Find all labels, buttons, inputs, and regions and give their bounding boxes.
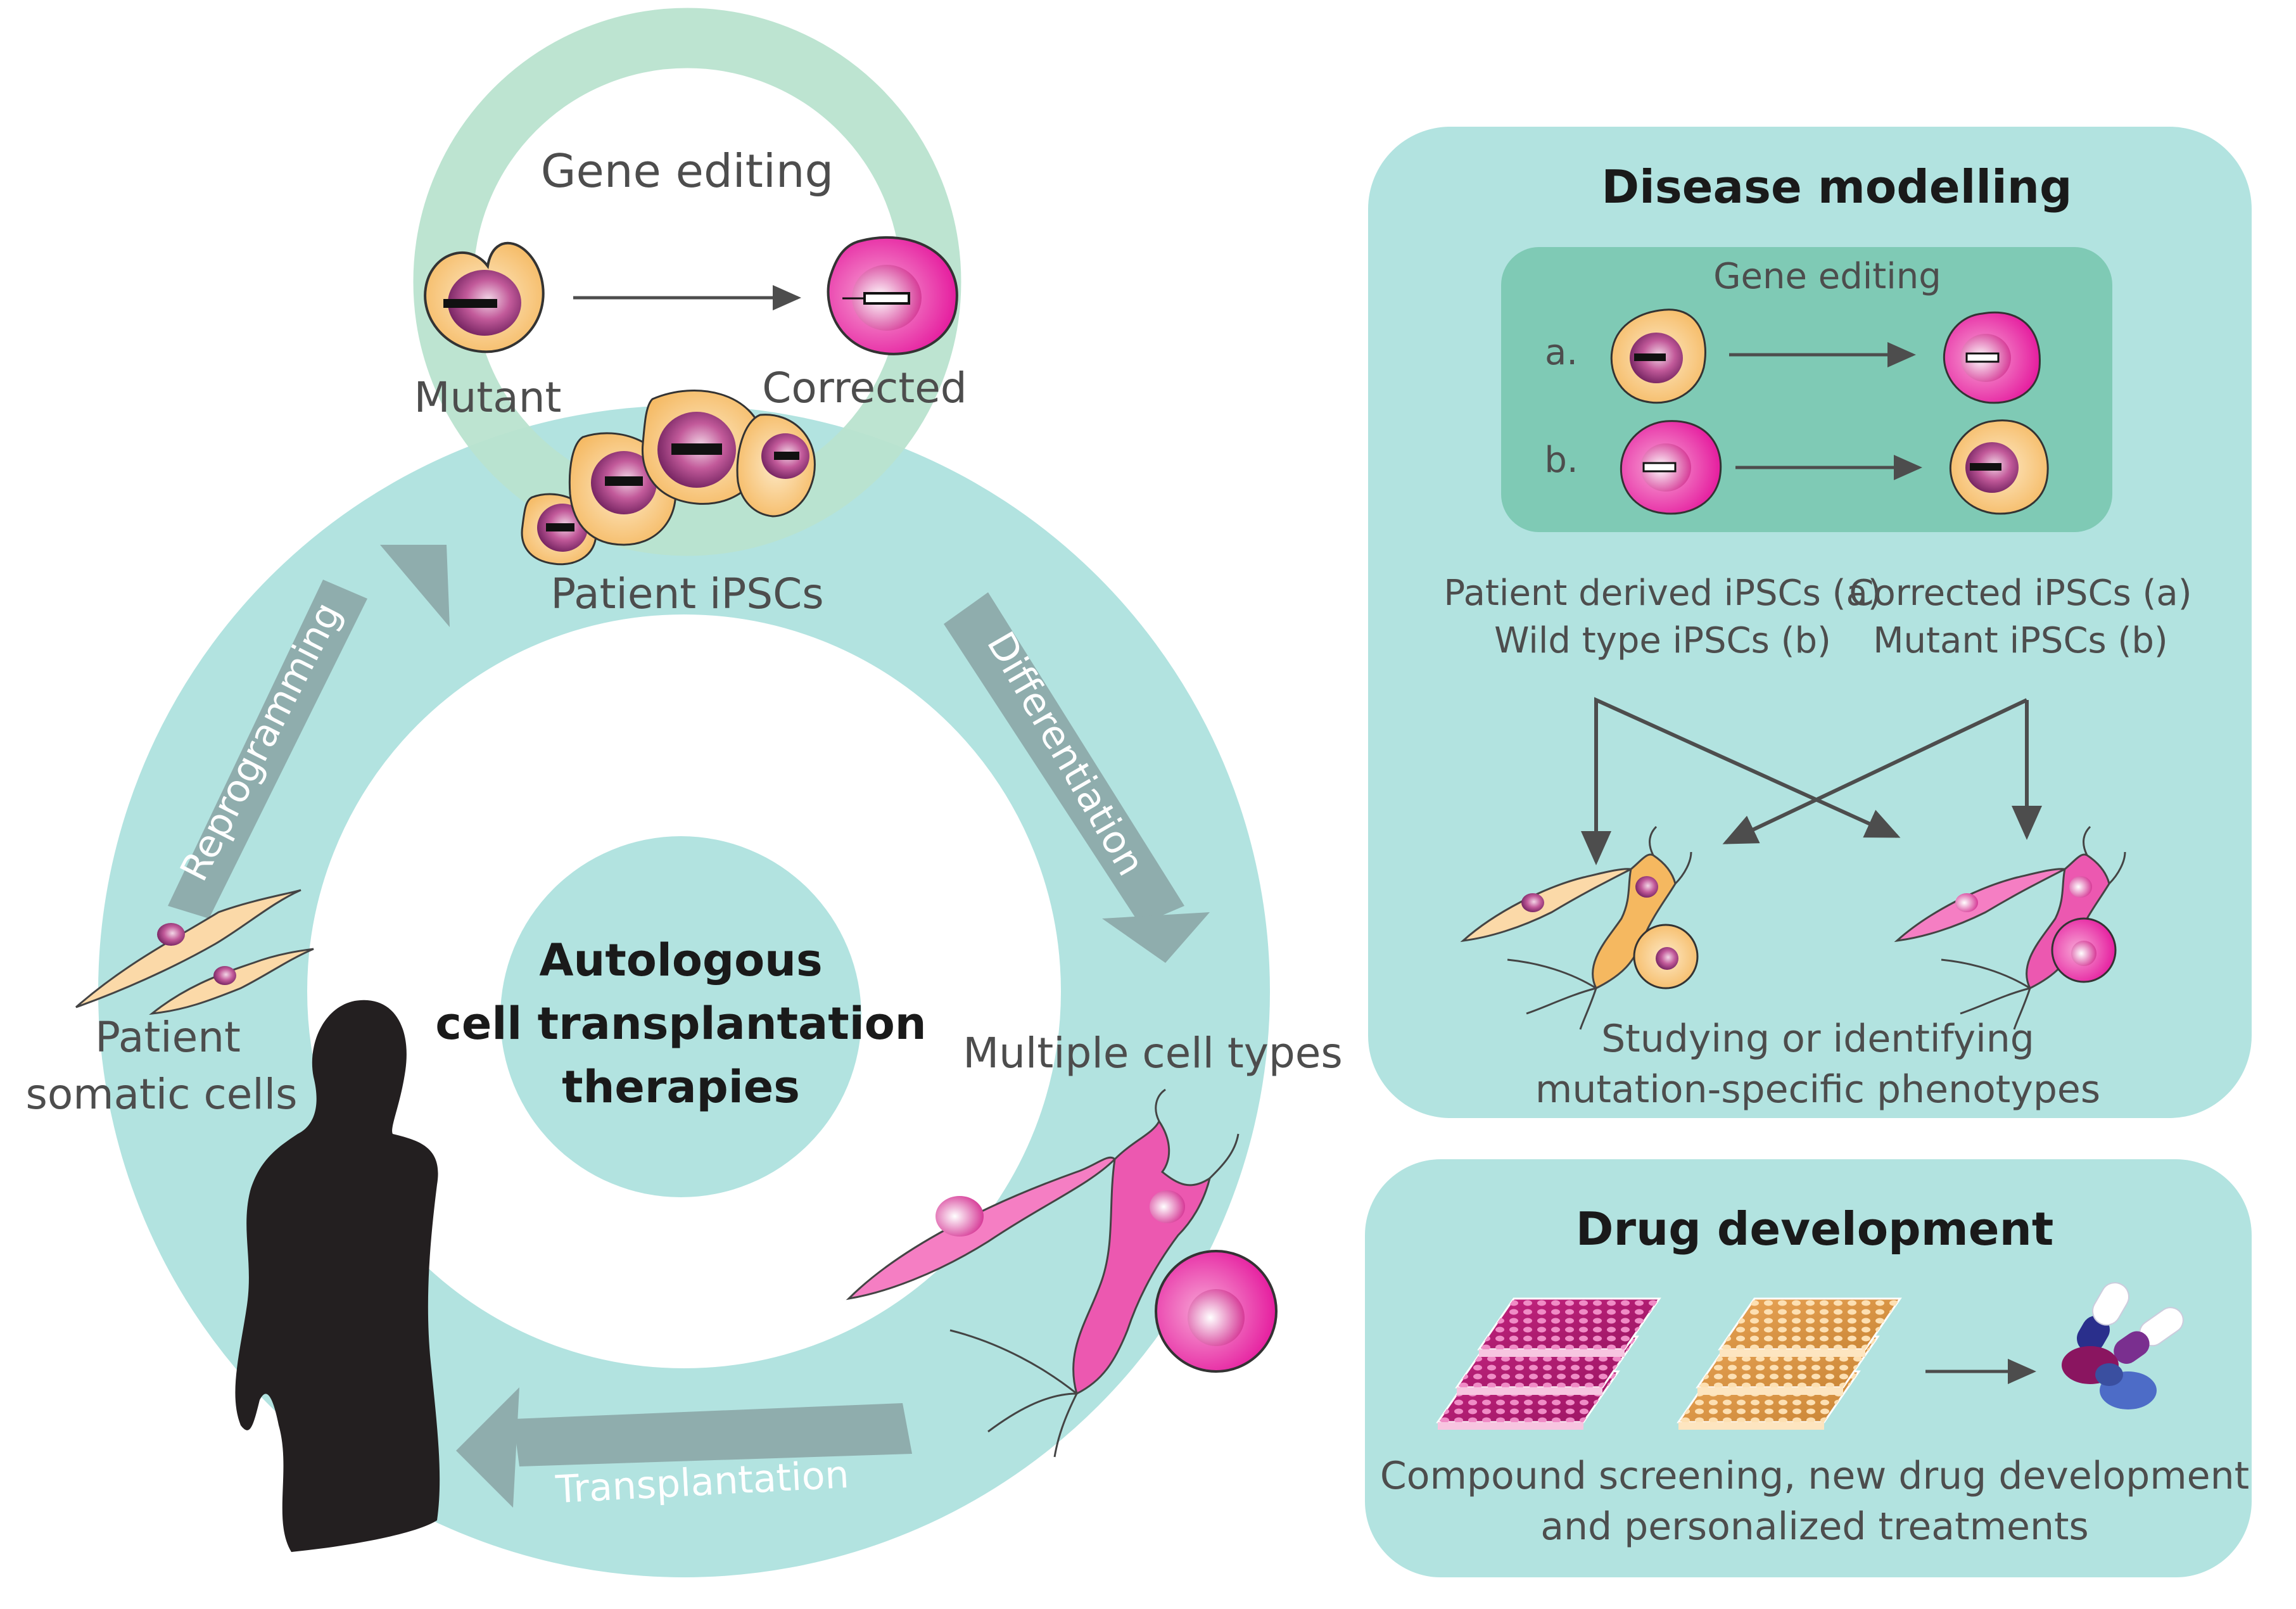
multiple-cell-types-label: Multiple cell types	[963, 1029, 1343, 1078]
drug-development-panel: Drug development	[1365, 1159, 2252, 1577]
row-b-label: b.	[1544, 440, 1578, 481]
center-title-1: Autologous	[539, 934, 822, 986]
row-a-corrected-cell	[1943, 311, 2041, 404]
center-disc	[500, 836, 861, 1197]
dd-caption-line2: and personalized treatments	[1540, 1504, 2089, 1549]
left-group-line1: Patient derived iPSCs (a)	[1443, 573, 1881, 614]
center-title-2: cell transplantation	[435, 998, 926, 1050]
corrected-label: Corrected	[762, 364, 967, 412]
dm-caption-line1: Studying or identifying	[1601, 1017, 2034, 1061]
dd-caption-line1: Compound screening, new drug development	[1380, 1454, 2249, 1498]
patient-ipsc-cluster	[521, 390, 816, 566]
corrected-cell	[827, 236, 958, 355]
right-group-line1: Corrected iPSCs (a)	[1849, 573, 2191, 614]
pink-round-cell	[1155, 1250, 1278, 1373]
differentiation-arrow	[944, 592, 1210, 963]
mutant-label: Mutant	[414, 373, 562, 422]
center-title-3: therapies	[562, 1061, 800, 1113]
disease-modelling-panel: Disease modelling Gene editing a. b.	[1368, 127, 2252, 1118]
neuron-pink-large	[846, 1088, 1240, 1458]
patient-silhouette	[235, 1000, 440, 1552]
drug-development-title: Drug development	[1576, 1202, 2054, 1256]
dm-neuron-orange	[1460, 825, 1699, 1030]
patient-somatic-label-1: Patient	[95, 1013, 241, 1062]
left-group-line2: Wild type iPSCs (b)	[1494, 620, 1831, 661]
crossing-arrows	[1581, 697, 2042, 865]
somatic-cells	[75, 889, 314, 1015]
magenta-well-plates	[1436, 1297, 1661, 1430]
transplantation-arrow	[456, 1387, 912, 1508]
pills-icon	[2062, 1282, 2184, 1409]
gene-editing-label: Gene editing	[541, 144, 834, 198]
dm-gene-editing-label: Gene editing	[1713, 256, 1941, 297]
row-a-mutant-cell	[1610, 308, 1706, 404]
cycle-panel: Gene editing Mutant Corrected Patient iP…	[26, 8, 1343, 1577]
disease-modelling-title: Disease modelling	[1601, 160, 2072, 213]
row-b-mutant-cell	[1949, 419, 2049, 515]
reprogramming-arrow	[168, 545, 450, 919]
row-b-wildtype-cell	[1620, 420, 1722, 515]
orange-well-plates	[1677, 1297, 1902, 1430]
row-a-label: a.	[1545, 332, 1578, 373]
dm-caption-line2: mutation-specific phenotypes	[1535, 1067, 2100, 1112]
right-group-line2: Mutant iPSCs (b)	[1873, 620, 2168, 661]
dm-neuron-pink	[1894, 825, 2126, 1030]
patient-ipscs-label: Patient iPSCs	[550, 569, 823, 618]
patient-somatic-label-2: somatic cells	[26, 1070, 298, 1119]
mutant-cell	[424, 241, 545, 353]
